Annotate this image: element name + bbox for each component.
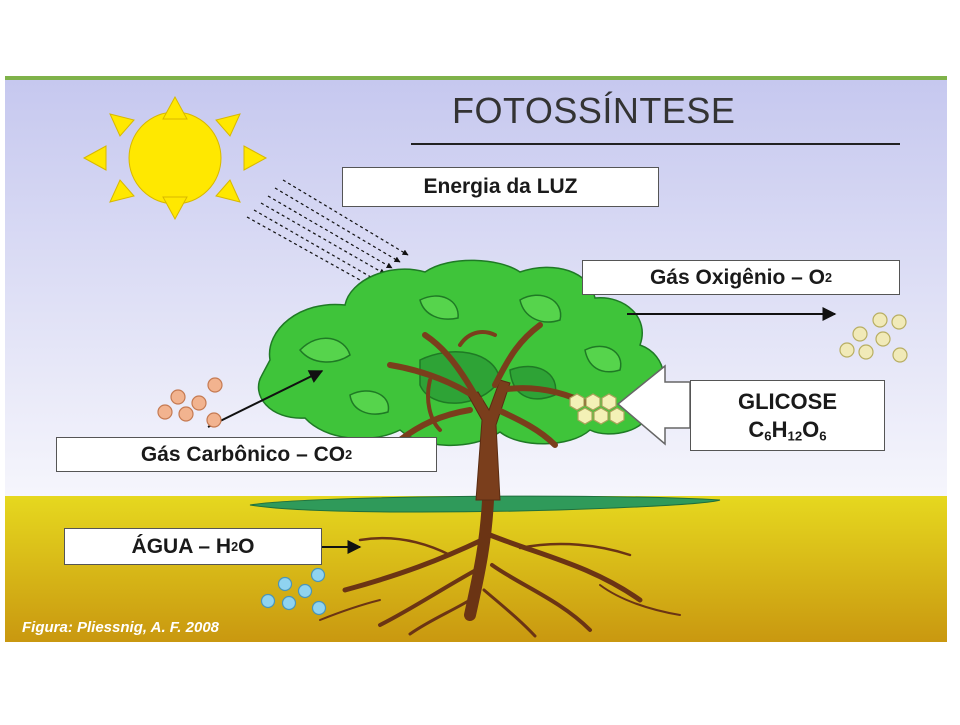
light-energy-text: Energia da LUZ: [423, 175, 578, 198]
glucose-formula: C6H12O6: [748, 416, 826, 444]
glucose-formula-c: C: [748, 416, 765, 442]
glucose-name: GLICOSE: [737, 389, 837, 414]
tree-canopy: [257, 259, 665, 447]
sun-icon: [82, 95, 268, 221]
glucose-formula-c-sub: 6: [764, 427, 772, 443]
carbon-dioxide-molecules: [157, 377, 223, 428]
oxygen-molecules: [839, 312, 908, 363]
light-rays: [246, 179, 409, 286]
glucose-formula-h-sub: 12: [787, 427, 803, 443]
figure-credit: Figura: Pliessnig, A. F. 2008: [22, 619, 220, 636]
glucose-molecules: [569, 393, 625, 425]
light-energy-label: Energia da LUZ: [342, 167, 659, 207]
tree-roots: [319, 494, 681, 638]
water-text: ÁGUA – H: [131, 534, 232, 558]
glucose-label: GLICOSE C6H12O6: [690, 380, 885, 451]
water-text-tail: O: [238, 534, 255, 558]
carbon-dioxide-text: Gás Carbônico – CO: [140, 442, 346, 466]
glucose-formula-o-sub: 6: [819, 427, 827, 443]
glucose-formula-o: O: [802, 416, 820, 442]
glucose-formula-h: H: [771, 416, 788, 442]
top-rule: [5, 76, 947, 80]
oxygen-text: Gás Oxigênio – O: [649, 265, 826, 289]
carbon-dioxide-arrow: [207, 370, 324, 428]
diagram-title: FOTOSSÍNTESE: [452, 90, 736, 131]
water-molecules: [260, 567, 327, 616]
